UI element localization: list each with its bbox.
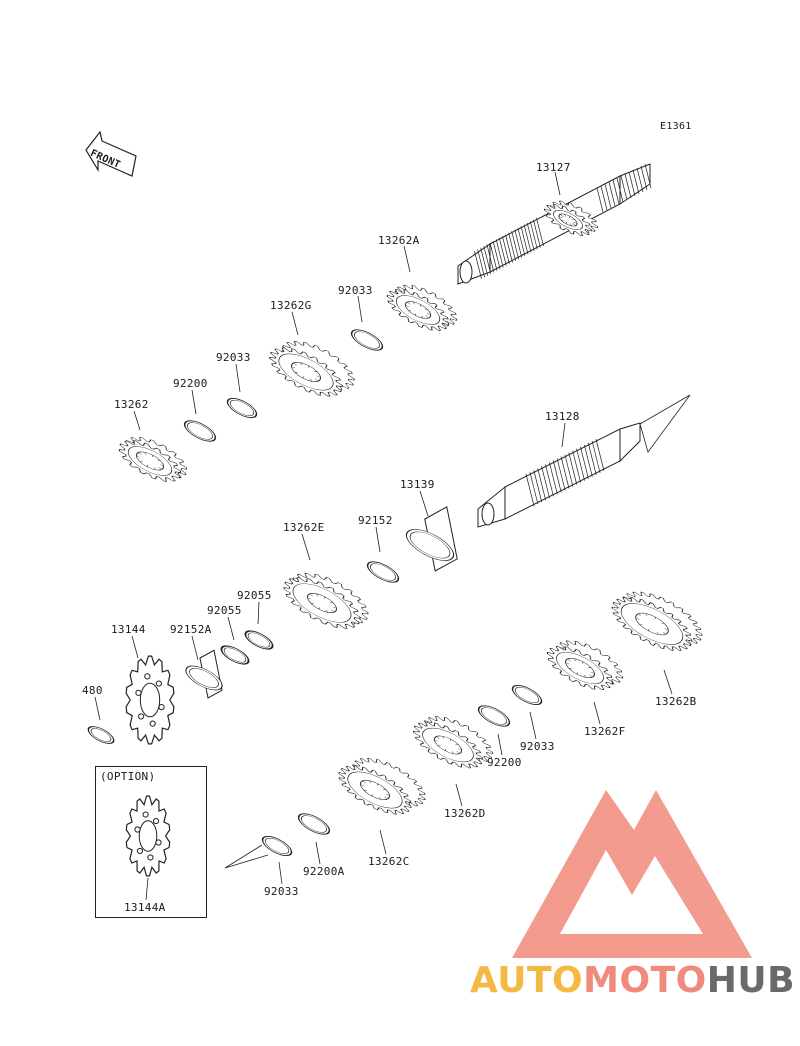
circlip-92033-upper [350,329,384,351]
circlip-92033-lower [511,684,543,706]
washer-92200-lower [477,705,511,727]
gear-13262g [269,340,355,397]
gear-13262b [611,591,703,651]
part-label-13262a: 13262A [378,234,420,247]
leader-line [94,696,101,721]
gear-13127-integral [543,200,598,237]
option-box [95,766,207,918]
leader-line [145,877,149,901]
leader-line [131,635,139,659]
leader-line [227,616,235,641]
washer-92200-upper [183,420,217,442]
washer-92200a [297,813,331,835]
leader-line [133,410,141,431]
front-arrow-icon [85,130,137,177]
leader-line [278,861,283,885]
part-label-13262d: 13262D [444,807,486,820]
part-label-92033-upper: 92033 [338,284,373,297]
part-label-13128: 13128 [545,410,580,423]
leader-line [554,171,561,196]
leader-line [191,389,197,415]
oring-92055-right [244,630,274,650]
part-label-92033-bottom: 92033 [264,885,299,898]
leader-line [561,422,566,448]
leader-line [357,295,363,323]
shaft-13127 [457,163,652,285]
gear-13262 [118,437,188,482]
part-label-13262b: 13262B [655,695,697,708]
watermark-moto: MOTO [583,960,707,1001]
oring-92055-left [220,645,250,665]
leader-line [315,841,321,865]
part-label-13127: 13127 [536,161,571,174]
part-label-13262g: 13262G [270,299,312,312]
leader-line [301,533,311,561]
part-label-92152: 92152 [358,514,393,527]
gear-13262c [338,757,426,815]
sprocket-13144 [125,655,175,745]
part-label-13144a: 13144A [124,901,166,914]
watermark-auto: AUTO [470,960,584,1001]
collar-13139 [405,506,458,572]
leader-line [593,701,601,725]
gear-13262d [413,716,493,769]
leader-line [497,733,503,756]
watermark-logo [512,790,752,958]
leader-line [403,245,411,273]
circlip-92033-bottom [261,835,293,857]
circlip-480 [87,726,115,744]
watermark-text: AUTOMOTOHUB [470,961,795,1001]
shaft-end-line [639,394,691,453]
leader-line [529,711,537,740]
part-label-480: 480 [82,684,103,697]
option-label: (OPTION) [100,770,156,783]
leader-line [419,490,429,517]
bushing-92152a [185,649,223,699]
sprocket-13144a [125,795,171,877]
part-label-13139: 13139 [400,478,435,491]
part-label-92033-mid: 92033 [216,351,251,364]
part-label-13262e: 13262E [283,521,325,534]
part-label-92200: 92200 [173,377,208,390]
axis-arrow-lines [224,844,269,869]
part-label-13144: 13144 [111,623,146,636]
bushing-92152 [366,561,400,583]
gear-13262a [386,284,458,331]
leader-line [663,669,673,695]
part-label-92200-lower: 92200 [487,756,522,769]
shaft-13128 [477,422,641,528]
leader-line [379,829,387,855]
leader-line [257,601,260,625]
part-label-13262f: 13262F [584,725,626,738]
gear-13262e [283,572,369,629]
part-label-92200a: 92200A [303,865,345,878]
watermark-hub: HUB [706,960,796,1001]
leader-line [235,363,241,393]
circlip-92033-mid [226,397,258,419]
part-label-13262c: 13262C [368,855,410,868]
leader-line [291,311,299,336]
part-label-92055-left: 92055 [207,604,242,617]
diagram-code: E1361 [660,121,692,132]
leader-line [455,783,463,807]
leader-line [191,635,199,661]
gear-13262f [546,640,624,691]
part-label-92152a: 92152A [170,623,212,636]
part-label-92055-right: 92055 [237,589,272,602]
part-label-92033-lower: 92033 [520,740,555,753]
part-label-13262: 13262 [114,398,149,411]
leader-line [375,526,381,553]
